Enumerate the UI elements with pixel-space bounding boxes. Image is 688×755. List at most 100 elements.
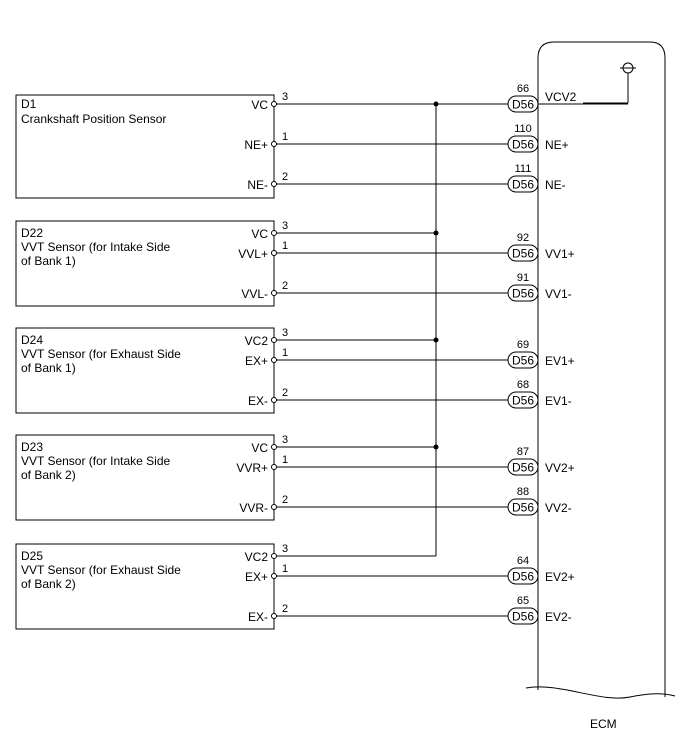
junction-dot <box>433 101 439 107</box>
junction-dot <box>433 337 439 343</box>
terminal-icon <box>271 553 277 559</box>
connector-label: D56 <box>512 138 534 152</box>
sensor-pin-label: EX- <box>248 394 268 408</box>
ecm-pin-number: 88 <box>517 486 529 498</box>
ecm-pin-name: EV2- <box>545 610 572 624</box>
sensor-pin-number: 3 <box>282 91 288 103</box>
sensor-pin-label: VVL- <box>241 287 268 301</box>
sensor-name: Crankshaft Position Sensor <box>21 112 166 126</box>
ecm-pin-name: NE+ <box>545 138 569 152</box>
sensor-id: D22 <box>21 226 43 240</box>
junction-dot <box>433 444 439 450</box>
connector-label: D56 <box>512 394 534 408</box>
connector-label: D56 <box>512 501 534 515</box>
sensor-pin-number: 1 <box>282 347 288 359</box>
ecm-pin-number: 64 <box>517 555 529 567</box>
ecm-pin-name: VV2- <box>545 501 572 515</box>
ecm-pin-name: EV2+ <box>545 570 575 584</box>
sensor-pin-label: VVR- <box>239 501 268 515</box>
sensor-d22: D22 VVT Sensor (for Intake Side of Bank … <box>15 220 288 307</box>
ecm-pin-number: 110 <box>514 123 532 135</box>
ecm-pin-number: 92 <box>517 232 529 244</box>
sensor-name: of Bank 1) <box>21 361 76 375</box>
sensor-pin-number: 1 <box>282 563 288 575</box>
terminal-icon <box>271 613 277 619</box>
ecm-pin-2: D56 111 NE- <box>507 163 566 193</box>
sensor-id: D1 <box>21 97 37 111</box>
ecm-pin-name: EV1+ <box>545 354 575 368</box>
sensor-pin-label: VC <box>251 227 268 241</box>
ecm-pin-7: D56 87 VV2+ <box>507 446 575 476</box>
sensor-id: D24 <box>21 333 43 347</box>
sensor-pin-number: 3 <box>282 434 288 446</box>
connector-label: D56 <box>512 178 534 192</box>
terminal-icon <box>271 290 277 296</box>
ecm-pin-number: 91 <box>517 272 529 284</box>
ecm-pin-name: VCV2 <box>545 90 577 104</box>
terminal-icon <box>271 181 277 187</box>
sensor-d23: D23 VVT Sensor (for Intake Side of Bank … <box>15 434 288 521</box>
sensor-pin-label: VVL+ <box>238 247 268 261</box>
sensor-name: VVT Sensor (for Exhaust Side <box>21 347 181 361</box>
sensor-name: VVT Sensor (for Intake Side <box>21 240 171 254</box>
terminal-icon <box>271 573 277 579</box>
sensor-pin-number: 2 <box>282 387 288 399</box>
connector-label: D56 <box>512 247 534 261</box>
sensor-pin-label: VC <box>251 98 268 112</box>
sensor-pin-number: 2 <box>282 171 288 183</box>
sensor-d1: D1 Crankshaft Position Sensor VC NE+ NE-… <box>15 91 288 199</box>
sensor-pin-label: VC <box>251 441 268 455</box>
ecm-pin-number: 111 <box>515 163 532 175</box>
ecm-pin-number: 65 <box>517 595 529 607</box>
ecm-pin-name: VV1+ <box>545 247 575 261</box>
sensor-pin-label: VC2 <box>245 550 269 564</box>
connector-label: D56 <box>512 570 534 584</box>
sensor-pin-number: 1 <box>282 454 288 466</box>
sensor-pin-number: 3 <box>282 220 288 232</box>
sensor-pin-label: EX- <box>248 610 268 624</box>
sensor-name: VVT Sensor (for Intake Side <box>21 454 171 468</box>
sensor-d24: D24 VVT Sensor (for Exhaust Side of Bank… <box>15 327 288 414</box>
sensor-id: D25 <box>21 549 43 563</box>
sensor-pin-number: 2 <box>282 603 288 615</box>
connector-label: D56 <box>512 610 534 624</box>
ecm-unit: ECM <box>525 41 676 731</box>
ecm-pin-3: D56 92 VV1+ <box>507 232 575 262</box>
sensor-id: D23 <box>21 440 43 454</box>
ecm-pin-name: VV1- <box>545 287 572 301</box>
junction-dot <box>433 230 439 236</box>
ecm-pin-number: 87 <box>517 446 529 458</box>
ecm-pin-number: 69 <box>517 339 529 351</box>
sensor-d25: D25 VVT Sensor (for Exhaust Side of Bank… <box>15 543 288 630</box>
connector-label: D56 <box>512 98 534 112</box>
terminal-icon <box>271 397 277 403</box>
sensor-pin-label: EX+ <box>245 570 268 584</box>
sensor-pin-number: 1 <box>282 131 288 143</box>
ecm-pin-10: D56 65 EV2- <box>507 595 572 625</box>
terminal-icon <box>271 101 277 107</box>
terminal-icon <box>271 141 277 147</box>
sensor-name: of Bank 2) <box>21 468 76 482</box>
ecm-label: ECM <box>590 717 617 731</box>
sensor-pin-number: 2 <box>282 280 288 292</box>
terminal-icon <box>271 357 277 363</box>
sensor-pin-label: NE+ <box>244 138 268 152</box>
sensor-pin-number: 1 <box>282 240 288 252</box>
connector-label: D56 <box>512 461 534 475</box>
sensor-pin-label: EX+ <box>245 354 268 368</box>
ecm-pin-6: D56 68 EV1- <box>507 379 572 409</box>
ecm-pin-name: EV1- <box>545 394 572 408</box>
ecm-pin-number: 66 <box>517 83 529 95</box>
terminal-icon <box>271 444 277 450</box>
ecm-pin-1: D56 110 NE+ <box>507 123 569 153</box>
sensor-pin-label: VVR+ <box>236 461 268 475</box>
ground-icon <box>583 62 636 104</box>
ecm-pin-5: D56 69 EV1+ <box>507 339 575 369</box>
sensor-pin-number: 3 <box>282 327 288 339</box>
sensor-name: VVT Sensor (for Exhaust Side <box>21 563 181 577</box>
sensor-pin-label: NE- <box>247 178 268 192</box>
ecm-pin-0: D56 66 VCV2 <box>507 83 628 113</box>
ecm-pin-9: D56 64 EV2+ <box>507 555 575 585</box>
terminal-icon <box>271 337 277 343</box>
